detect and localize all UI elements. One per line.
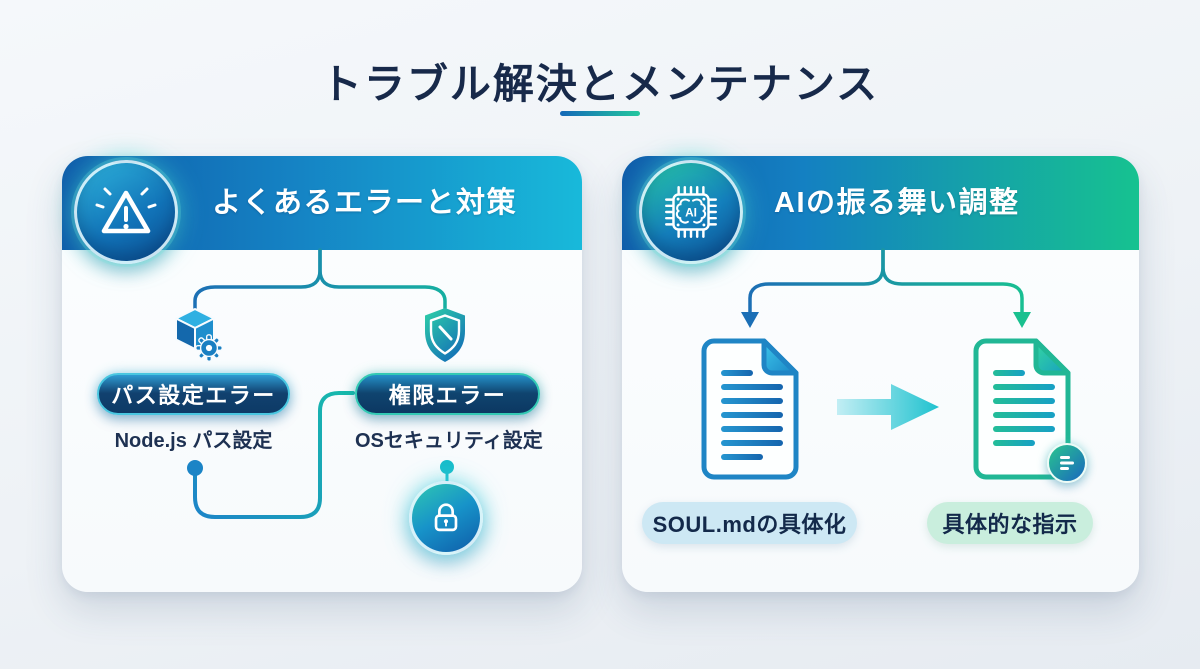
lock-icon: [409, 481, 483, 555]
card-ai-behavior: AIの振る舞い調整 AI: [622, 156, 1139, 592]
arrow-right-icon: [835, 380, 943, 439]
card-common-errors-title: よくあるエラーと対策: [212, 187, 518, 219]
solution-label-node: Node.js パス設定: [114, 430, 273, 452]
error-pill-path: パス設定エラー: [97, 373, 290, 415]
error-pill-permission: 権限エラー: [355, 373, 540, 415]
document-icon: [700, 337, 804, 486]
card-common-errors: よくあるエラーと対策: [62, 156, 582, 592]
package-gear-icon: [165, 303, 225, 368]
document-detail-icon: [972, 337, 1076, 486]
warning-triangle-icon: [74, 160, 178, 264]
label-specific-instructions: 具体的な指示: [927, 502, 1093, 544]
label-soul-md: SOUL.mdの具体化: [642, 502, 857, 544]
title-underline: [560, 111, 640, 116]
svg-text:AI: AI: [685, 206, 697, 220]
card-ai-behavior-title: AIの振る舞い調整: [774, 187, 1020, 219]
ai-chip-icon: AI: [639, 160, 743, 264]
text-lines-icon: [1047, 443, 1087, 483]
page-title: トラブル解決とメンテナンス: [320, 61, 880, 107]
solution-label-os: OSセキュリティ設定: [355, 430, 543, 452]
shield-icon: [419, 306, 471, 369]
